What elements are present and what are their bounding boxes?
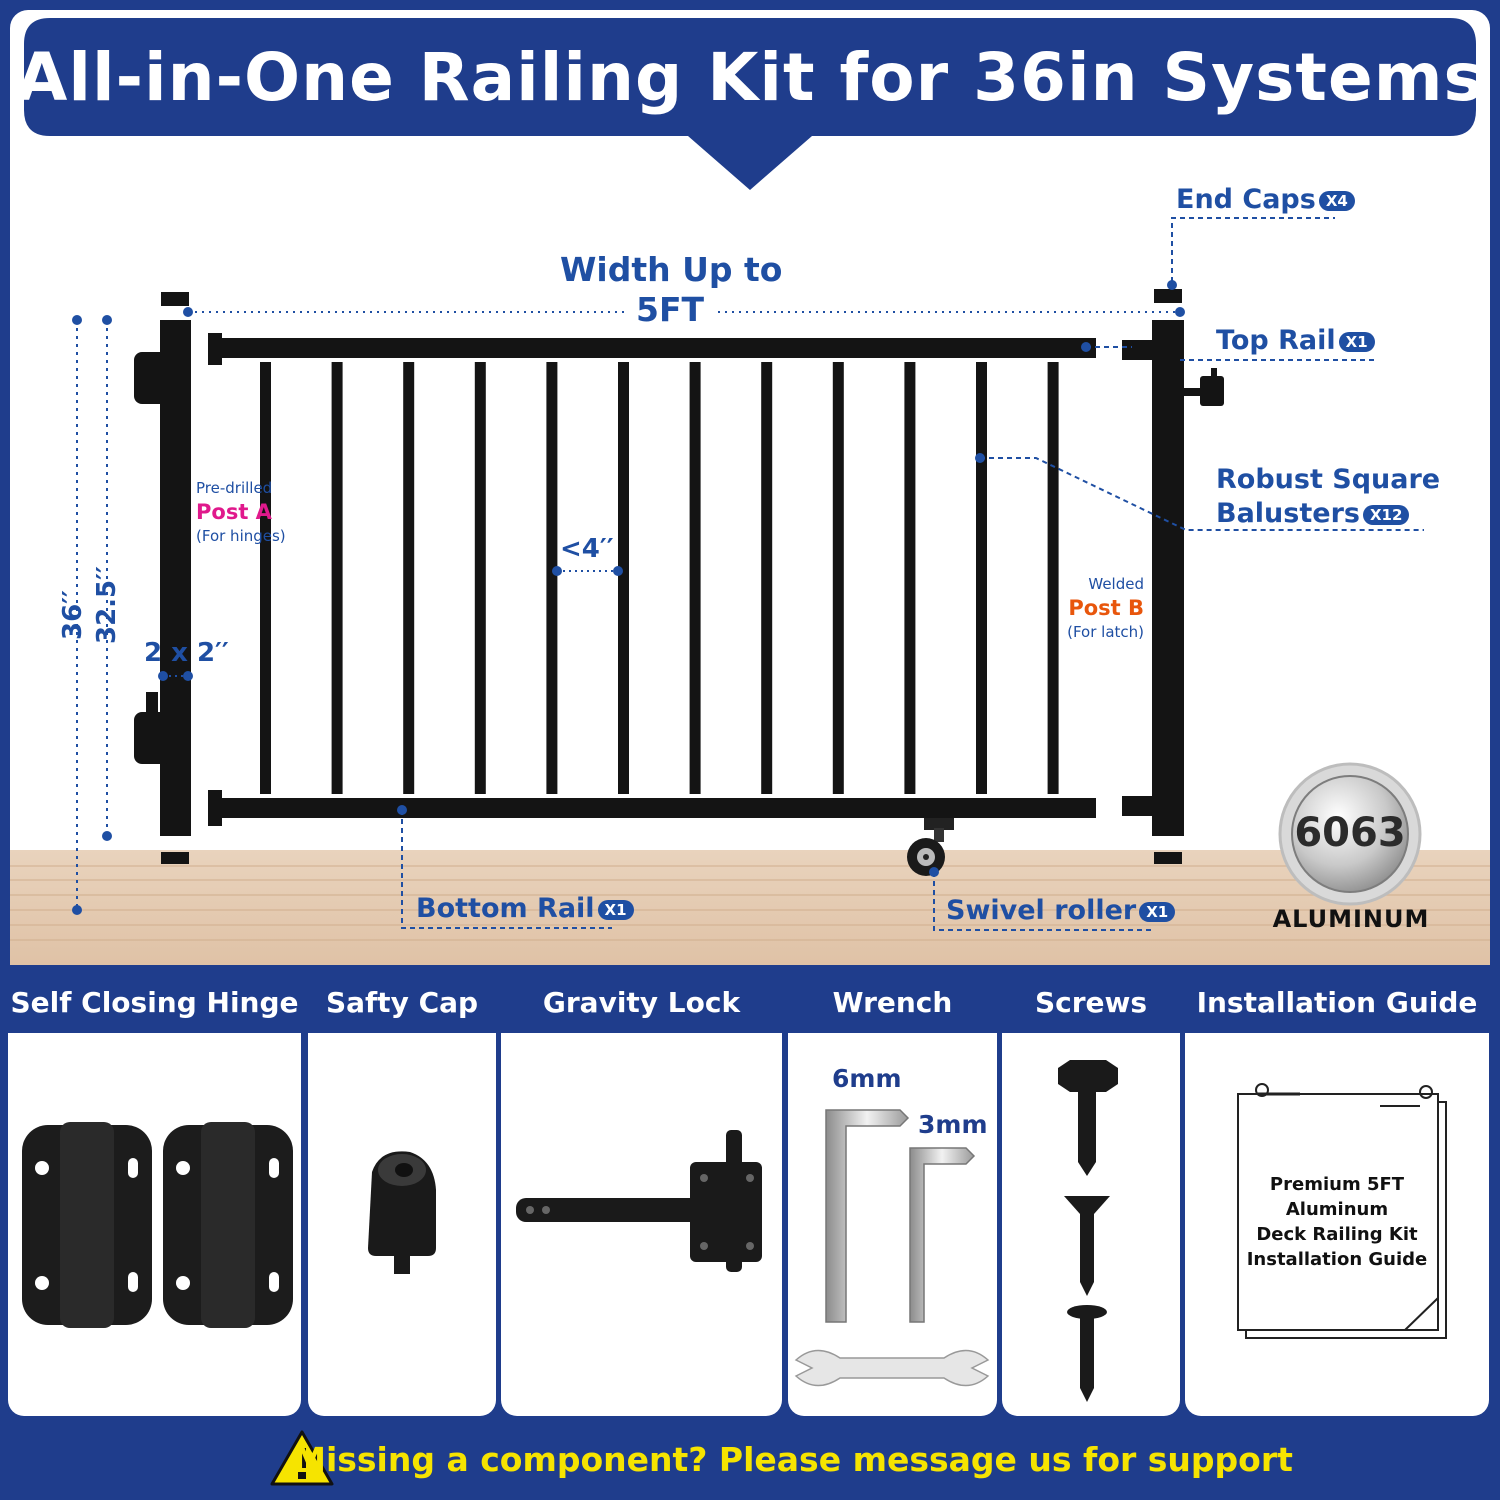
baluster	[403, 362, 415, 794]
qty-badge: X1	[1139, 901, 1176, 922]
baluster	[331, 362, 343, 794]
tab-installation-guide: Installation Guide	[1196, 985, 1478, 1019]
post-a-label: Pre-drilled Post A (For hinges)	[196, 479, 286, 545]
hex-key-icon	[794, 1109, 990, 1387]
support-message: Missing a component? Please message us f…	[293, 1439, 1293, 1479]
guide-cover-text: Premium 5FT Aluminum Deck Railing Kit In…	[1246, 1174, 1428, 1270]
baluster	[260, 362, 271, 794]
baluster	[546, 362, 558, 794]
post-height-label: 32.5′′	[92, 566, 122, 644]
support-footer: Missing a component? Please message us f…	[0, 1418, 1500, 1500]
swivel-roller	[907, 818, 954, 876]
baluster	[618, 362, 629, 794]
safety-cap-icon	[368, 1151, 436, 1274]
hinge-icon	[22, 1122, 293, 1328]
post-b	[1122, 289, 1224, 864]
seal-number: 6063	[1294, 810, 1406, 856]
tab-gravity-lock: Gravity Lock	[542, 985, 741, 1019]
wrench-size-small: 3mm	[918, 1110, 988, 1139]
tab-safety-cap: Safty Cap	[325, 985, 479, 1019]
post-a	[134, 292, 191, 864]
screw-icon	[1058, 1060, 1118, 1402]
warning-icon	[270, 1430, 334, 1486]
installation-guide-icon	[1237, 1083, 1447, 1339]
rails	[208, 333, 1096, 826]
baluster	[976, 362, 987, 794]
baluster	[474, 362, 486, 794]
post-size-label: 2 x 2′′	[144, 638, 229, 668]
balusters	[260, 362, 1059, 794]
tab-wrench: Wrench	[832, 985, 953, 1019]
qty-badge: X12	[1362, 504, 1410, 525]
baluster	[689, 362, 701, 794]
qty-badge: X1	[597, 899, 634, 920]
gravity-lock-icon	[516, 1130, 762, 1272]
post-b-label: Welded Post B (For latch)	[1067, 575, 1144, 641]
total-height-label: 36′′	[58, 590, 88, 640]
baluster	[832, 362, 844, 794]
aluminum-seal-icon	[1278, 762, 1422, 906]
width-label: Width Up to 5FT	[560, 250, 783, 329]
baluster-spacing-label: <4′′	[560, 534, 614, 564]
qty-badge: X1	[1338, 331, 1375, 352]
main-card	[10, 10, 1490, 965]
page-title: All-in-One Railing Kit for 36in Systems	[16, 38, 1484, 116]
baluster	[761, 362, 773, 794]
seal-text: ALUMINUM	[1272, 905, 1430, 933]
wrench-size-large: 6mm	[832, 1064, 902, 1093]
deck-floor	[10, 850, 1490, 965]
title-banner	[24, 18, 1476, 190]
baluster	[904, 362, 916, 794]
qty-badge: X4	[1318, 190, 1355, 211]
tab-self-closing-hinge: Self Closing Hinge	[10, 985, 299, 1019]
baluster	[1047, 362, 1059, 794]
tab-screws: Screws	[1034, 985, 1148, 1019]
